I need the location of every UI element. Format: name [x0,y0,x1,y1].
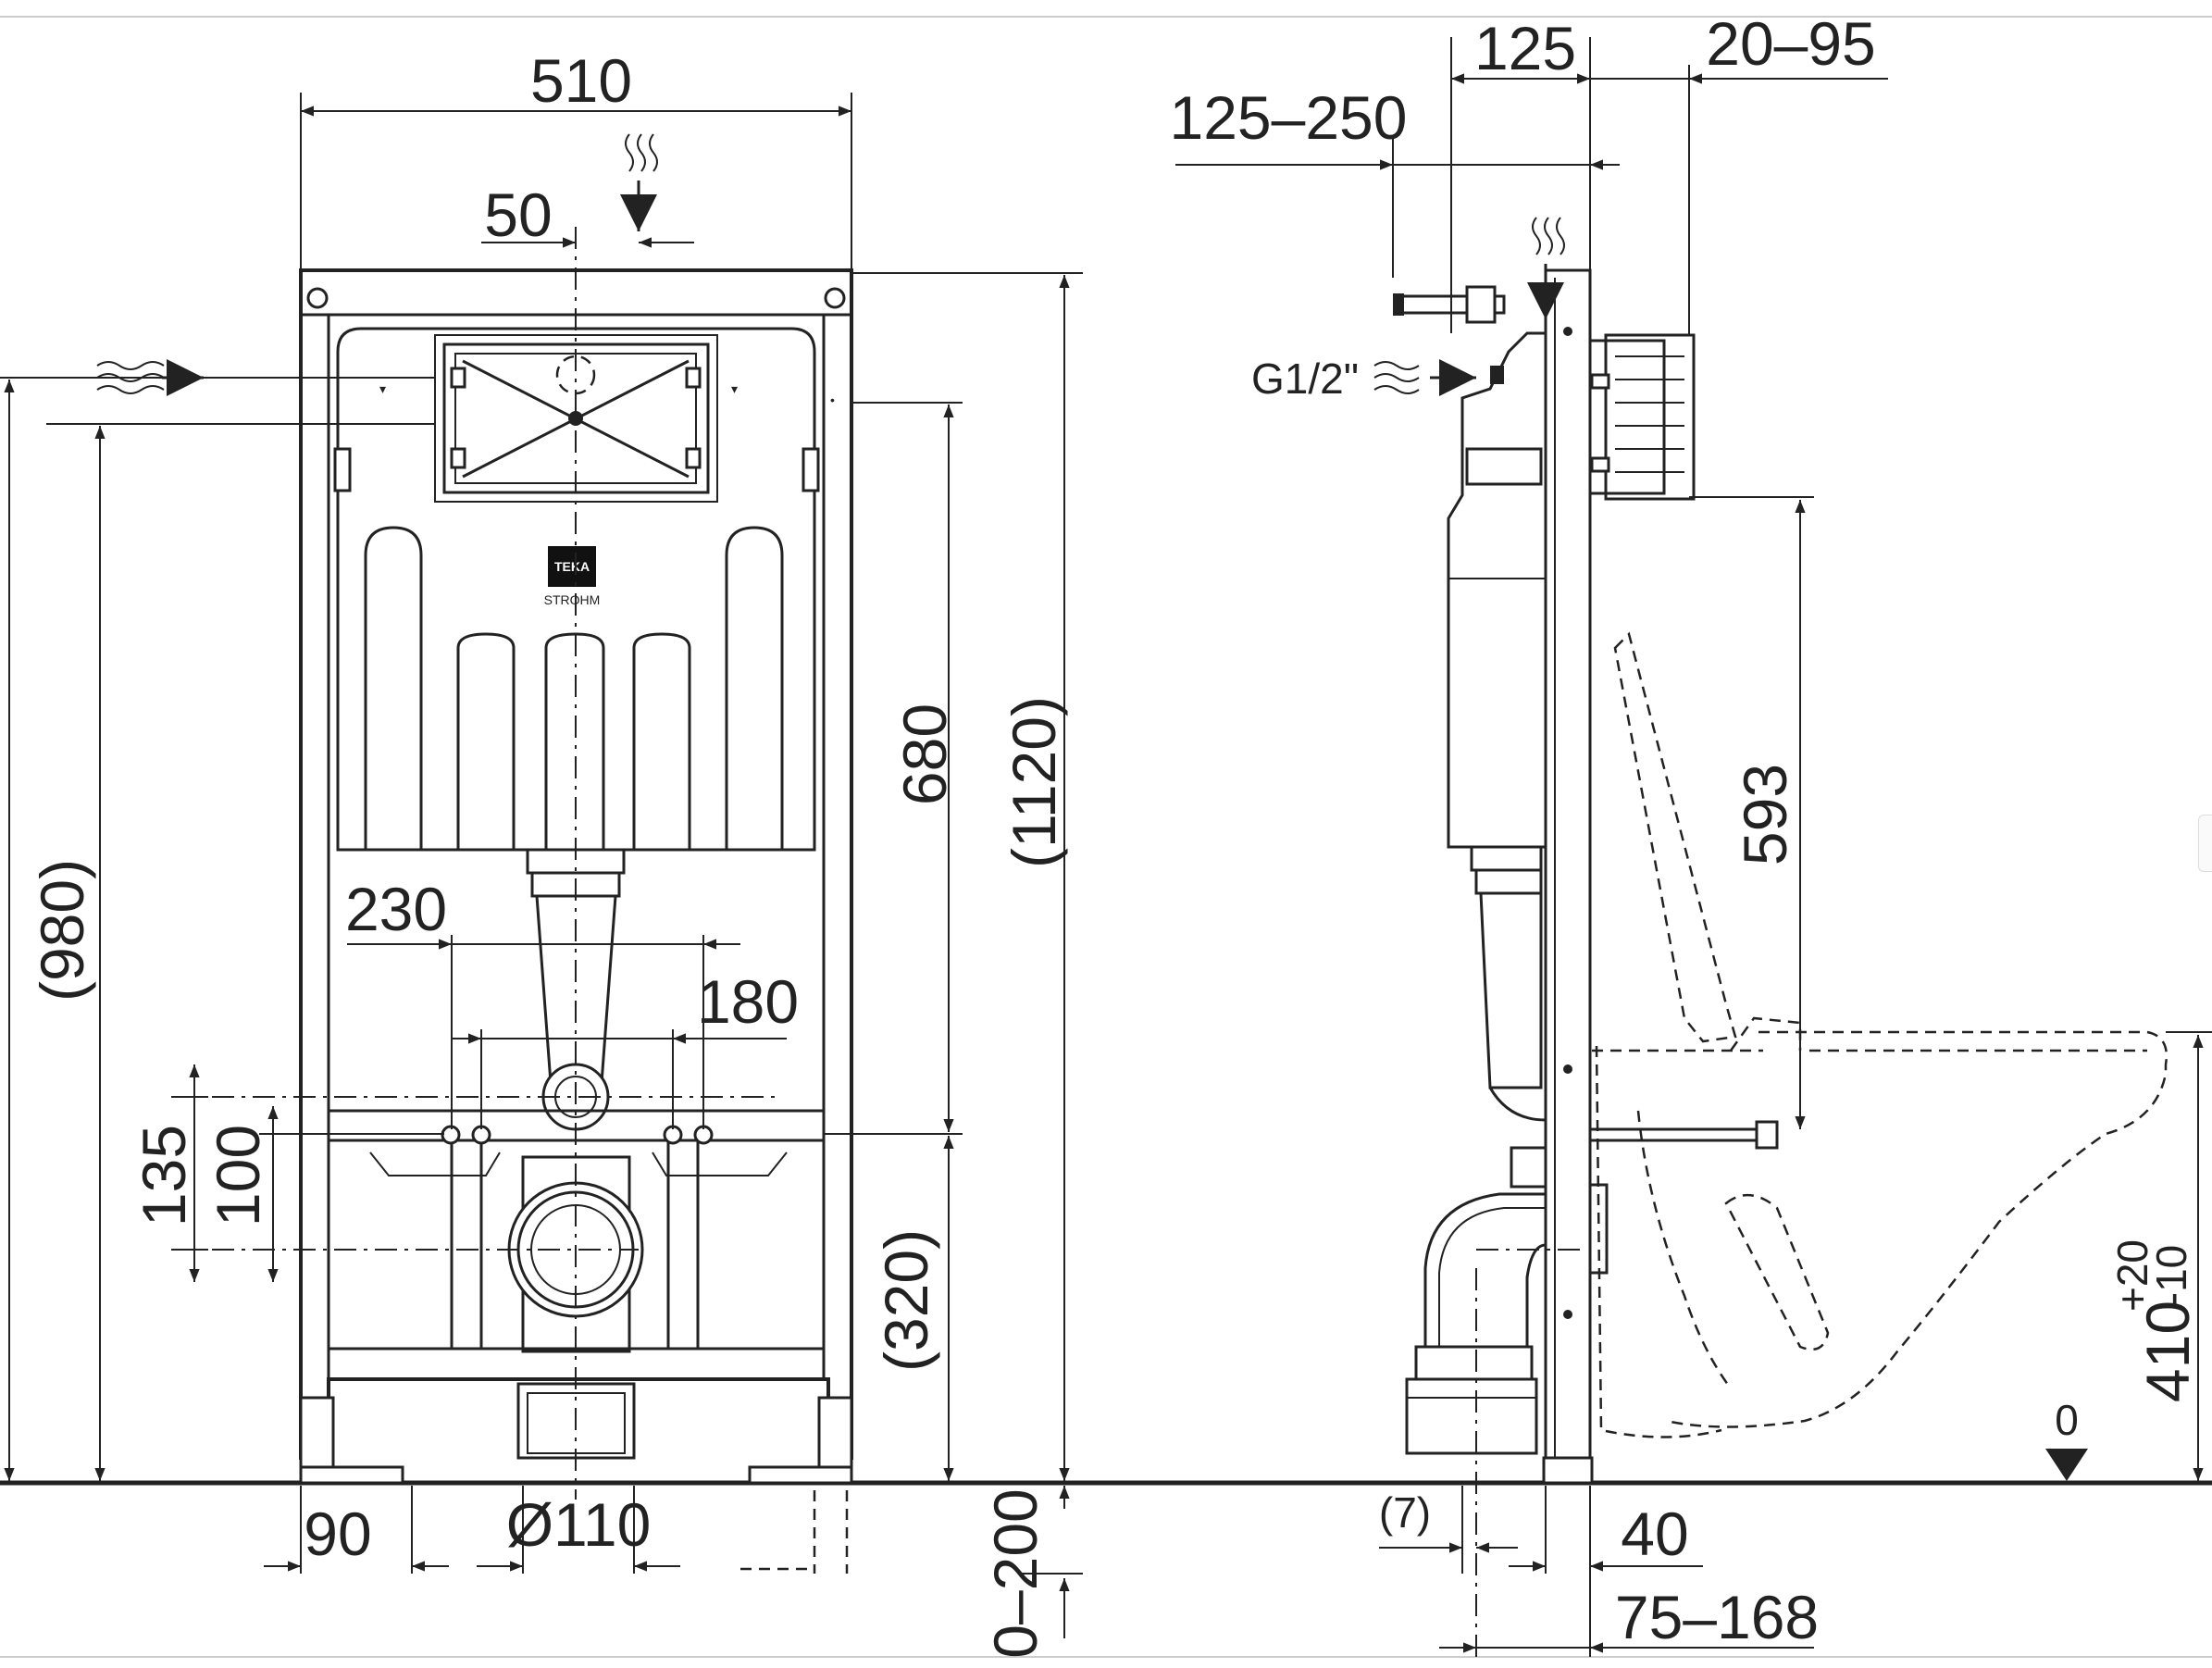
dim-510: 510 [530,46,632,115]
dim-100: 100 [204,1125,272,1226]
tolerance-plus: +20 [2108,1239,2156,1312]
dim-980: (980) [28,859,96,1002]
brand-subtext: STROHM [544,592,601,607]
dim-40: 40 [1621,1500,1688,1568]
side-panel-tab[interactable] [2198,815,2212,872]
label-g1-2: G1/2" [1251,355,1359,403]
svg-text:•: • [830,392,835,407]
dim-1120: (1120) [1000,696,1068,868]
dim-125-250: 125–250 [1170,83,1408,152]
tolerance-minus: -10 [2147,1245,2195,1306]
side-view [1393,268,2169,1657]
dim-680: 680 [890,703,959,805]
dim-d110: Ø110 [506,1490,652,1559]
dim-230: 230 [345,875,447,943]
brand-logo-text: TEKA [554,559,590,574]
front-view: ▾ ▾ • TEKA STROHM [171,227,853,1574]
dim-20-95: 20–95 [1706,9,1876,78]
dim-180: 180 [697,967,799,1036]
dim-7: (7) [1379,1488,1431,1537]
floor-zero-marker [2045,1449,2088,1481]
dim-50: 50 [484,180,552,249]
brand-logo [548,546,596,587]
side-dimensions: 125 20–95 125–250 G1/2" 593 410 +20 -10 … [1170,9,2212,1657]
dim-0-200: 0–200 [981,1488,1050,1659]
svg-text:▾: ▾ [379,381,386,396]
front-dimensions: 510 50 (980) 680 (320) (1120) [0,46,1083,1659]
dim-135: 135 [130,1125,198,1226]
dim-90: 90 [304,1500,371,1568]
dim-75-168: 75–168 [1615,1583,1819,1651]
dim-593: 593 [1731,764,1799,865]
svg-text:▾: ▾ [731,381,738,396]
floor-zero-label: 0 [2055,1396,2079,1444]
dim-125: 125 [1474,14,1576,82]
dim-320: (320) [872,1229,940,1372]
dim-410: 410 [2133,1301,2202,1402]
